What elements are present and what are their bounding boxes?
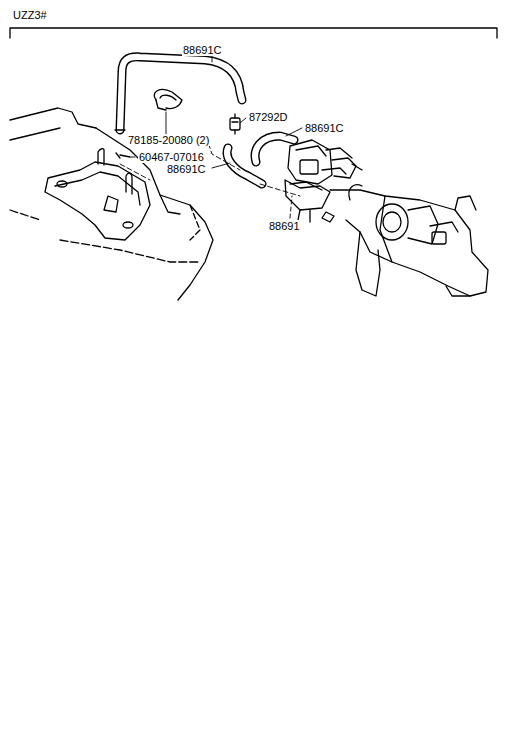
engine-block [10, 108, 213, 300]
part-number: 88691 [268, 220, 301, 232]
hose [115, 57, 242, 130]
bolt [116, 153, 130, 158]
part-number: 88691C [182, 44, 223, 56]
part-number: 87292D [248, 111, 289, 123]
hose [255, 136, 294, 162]
leader-line [120, 56, 302, 218]
vsv-valve [285, 140, 362, 222]
model-code: UZZ3# [12, 9, 48, 21]
check-valve [230, 114, 240, 134]
air-pump-assembly [322, 148, 488, 296]
frame-bracket [10, 28, 497, 38]
part-number: 88691C [166, 163, 207, 175]
part-number: 60467-07016 [138, 151, 205, 163]
hose-clamp [154, 90, 182, 110]
part-number: 88691C [304, 122, 345, 134]
part-number: 78185-20080 (2) [127, 134, 210, 146]
